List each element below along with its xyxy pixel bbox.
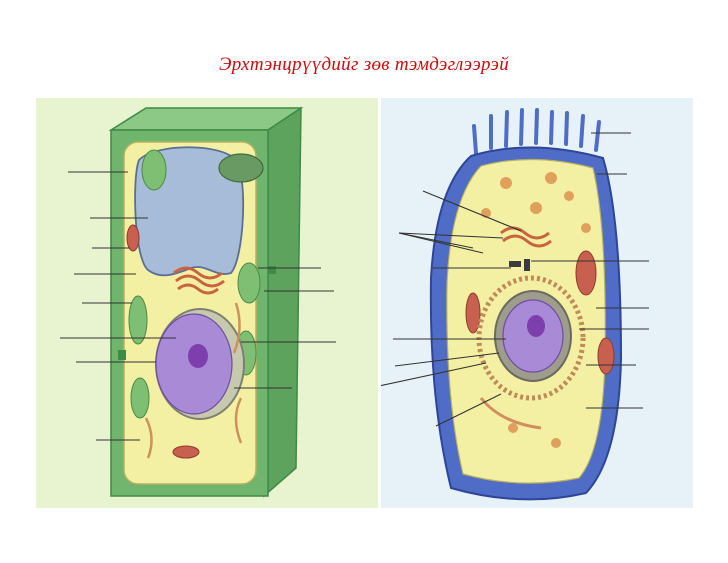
lysosome (551, 438, 561, 448)
mitochondrion (465, 292, 481, 334)
centriole (524, 259, 530, 271)
endoplasmic-reticulum (144, 417, 153, 459)
chloroplast (130, 377, 150, 419)
golgi-apparatus (175, 274, 225, 288)
plasmodesma (118, 350, 126, 360)
lysosome (508, 423, 518, 433)
animal-cell-panel (381, 98, 693, 508)
chloroplast (141, 149, 167, 191)
endoplasmic-reticulum (232, 302, 241, 354)
mitochondrion (597, 337, 615, 375)
vesicle (530, 202, 542, 214)
golgi-apparatus (500, 226, 550, 240)
vesicle (500, 177, 512, 189)
plant-cell-panel (36, 98, 378, 508)
animal-cell-diagram (381, 98, 693, 508)
chloroplast (218, 153, 264, 183)
golgi-apparatus (502, 234, 552, 248)
cell-wall-side (263, 106, 302, 498)
vesicle (564, 191, 574, 201)
mitochondrion (575, 250, 597, 296)
mitochondrion (126, 224, 140, 252)
plant-cell-diagram (36, 98, 378, 508)
vesicle (581, 223, 591, 233)
centriole (509, 261, 521, 267)
microvilli (472, 108, 601, 155)
golgi-apparatus (173, 266, 223, 280)
mitochondrion (172, 445, 200, 459)
golgi-apparatus (177, 283, 219, 295)
animal-label-lines (381, 132, 649, 427)
chloroplast (237, 262, 261, 304)
nucleolus (188, 344, 208, 368)
endoplasmic-reticulum (234, 397, 243, 444)
plant-label-lines (60, 171, 336, 441)
rough-endoplasmic-reticulum (476, 275, 586, 401)
vesicle (545, 172, 557, 184)
page-title: Эрхтэнцрүүдийг зөв тэмдэглээрэй (218, 54, 510, 75)
nucleolus (527, 315, 545, 337)
plasmodesma (268, 266, 276, 274)
chloroplast (128, 295, 148, 345)
